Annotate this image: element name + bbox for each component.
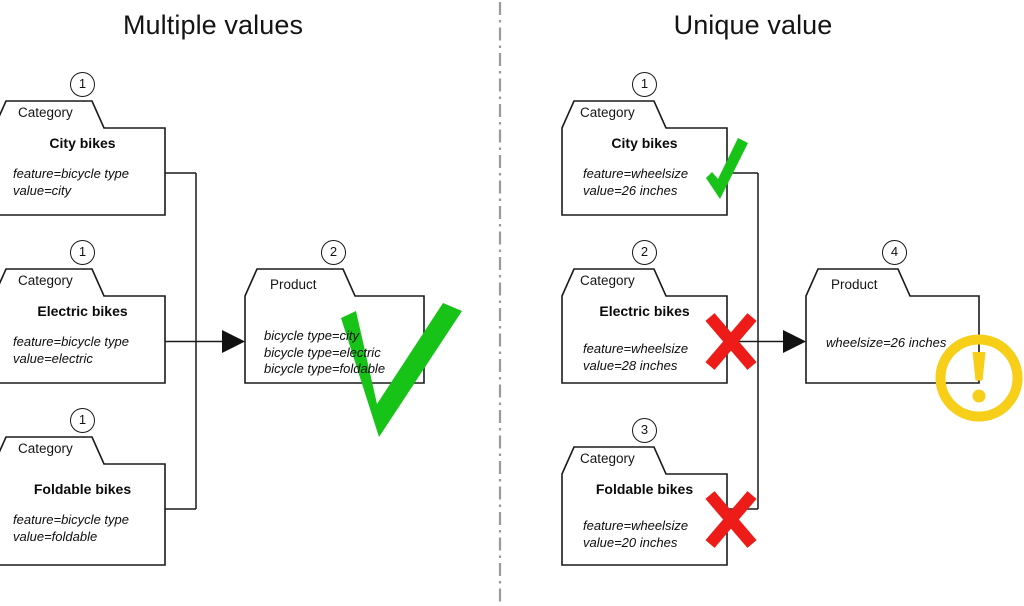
badge-left-foldable: 1 [70,408,95,433]
badge-right-city: 1 [632,72,657,97]
folder-left-electric-shape [0,268,166,384]
warning-exclamation-icon [935,334,1023,422]
badge-right-product: 4 [882,240,907,265]
folder-right-city-shape [561,100,728,216]
badge-left-product: 2 [321,240,346,265]
green-check-icon-left [341,303,462,437]
arrowhead-right [783,330,806,353]
badge-left-electric: 1 [70,240,95,265]
panel-title-left: Multiple values [122,10,304,40]
folder-left-city-shape [0,100,166,216]
folder-right-electric-shape [561,268,728,384]
folder-left-product-shape [244,268,425,384]
panel-title-right: Unique value [673,10,833,40]
folder-left-foldable-shape [0,436,166,566]
badge-right-electric: 2 [632,240,657,265]
folder-right-foldable-shape [561,446,728,566]
badge-right-foldable: 3 [632,418,657,443]
folder-right-product-shape [805,268,980,384]
red-x-icon-foldable [705,491,757,548]
arrowhead-left [222,330,245,353]
red-x-icon-electric [705,313,757,370]
green-check-icon-right-city [706,138,748,199]
badge-left-city: 1 [70,72,95,97]
